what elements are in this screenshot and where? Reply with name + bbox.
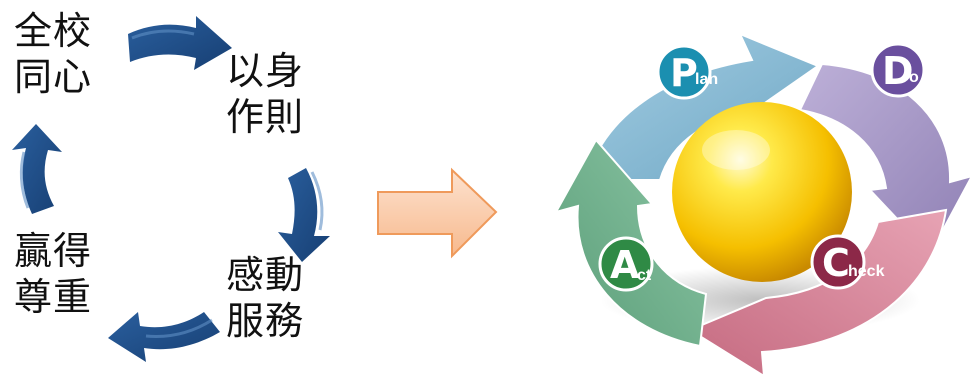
stage-1-line-2: 同心 xyxy=(14,55,93,99)
stage-1-line-1: 全校 xyxy=(14,9,93,53)
plan-suffix: lan xyxy=(695,71,718,88)
cycle-arrow-top xyxy=(128,16,232,70)
stage-4-line-1: 贏得 xyxy=(14,229,93,273)
stage-4-line-2: 尊重 xyxy=(14,275,93,319)
pdca-plan-arrow xyxy=(584,32,821,181)
stage-1-label: 全校 同心 xyxy=(14,8,92,100)
check-letter: C xyxy=(822,241,850,285)
cycle-arrow-right xyxy=(278,168,330,262)
pdca-center-sphere xyxy=(672,102,852,282)
do-letter: D xyxy=(882,49,914,93)
do-suffix: o xyxy=(909,69,919,86)
pdca-act-badge: A ct xyxy=(598,236,654,292)
act-suffix: ct xyxy=(637,267,652,284)
pdca-plan-badge: P lan xyxy=(656,44,718,100)
stage-2-line-1: 以身 xyxy=(226,49,305,93)
check-suffix: heck xyxy=(848,263,885,280)
pdca-do-badge: D o xyxy=(870,42,926,98)
stage-2-line-2: 作則 xyxy=(226,95,305,139)
stage-3-line-2: 服務 xyxy=(226,299,305,343)
stage-2-label: 以身 作則 xyxy=(226,48,304,140)
stage-4-label: 贏得 尊重 xyxy=(14,228,92,320)
cycle-arrow-bottom xyxy=(108,312,220,362)
connector-arrow-shape xyxy=(377,167,498,259)
plan-letter: P xyxy=(670,51,698,95)
stage-3-label: 感動 服務 xyxy=(226,252,304,344)
cycle-arrow-left xyxy=(12,124,62,214)
pdca-check-badge: C heck xyxy=(810,234,885,290)
act-letter: A xyxy=(610,243,640,287)
stage-3-line-1: 感動 xyxy=(226,253,305,297)
